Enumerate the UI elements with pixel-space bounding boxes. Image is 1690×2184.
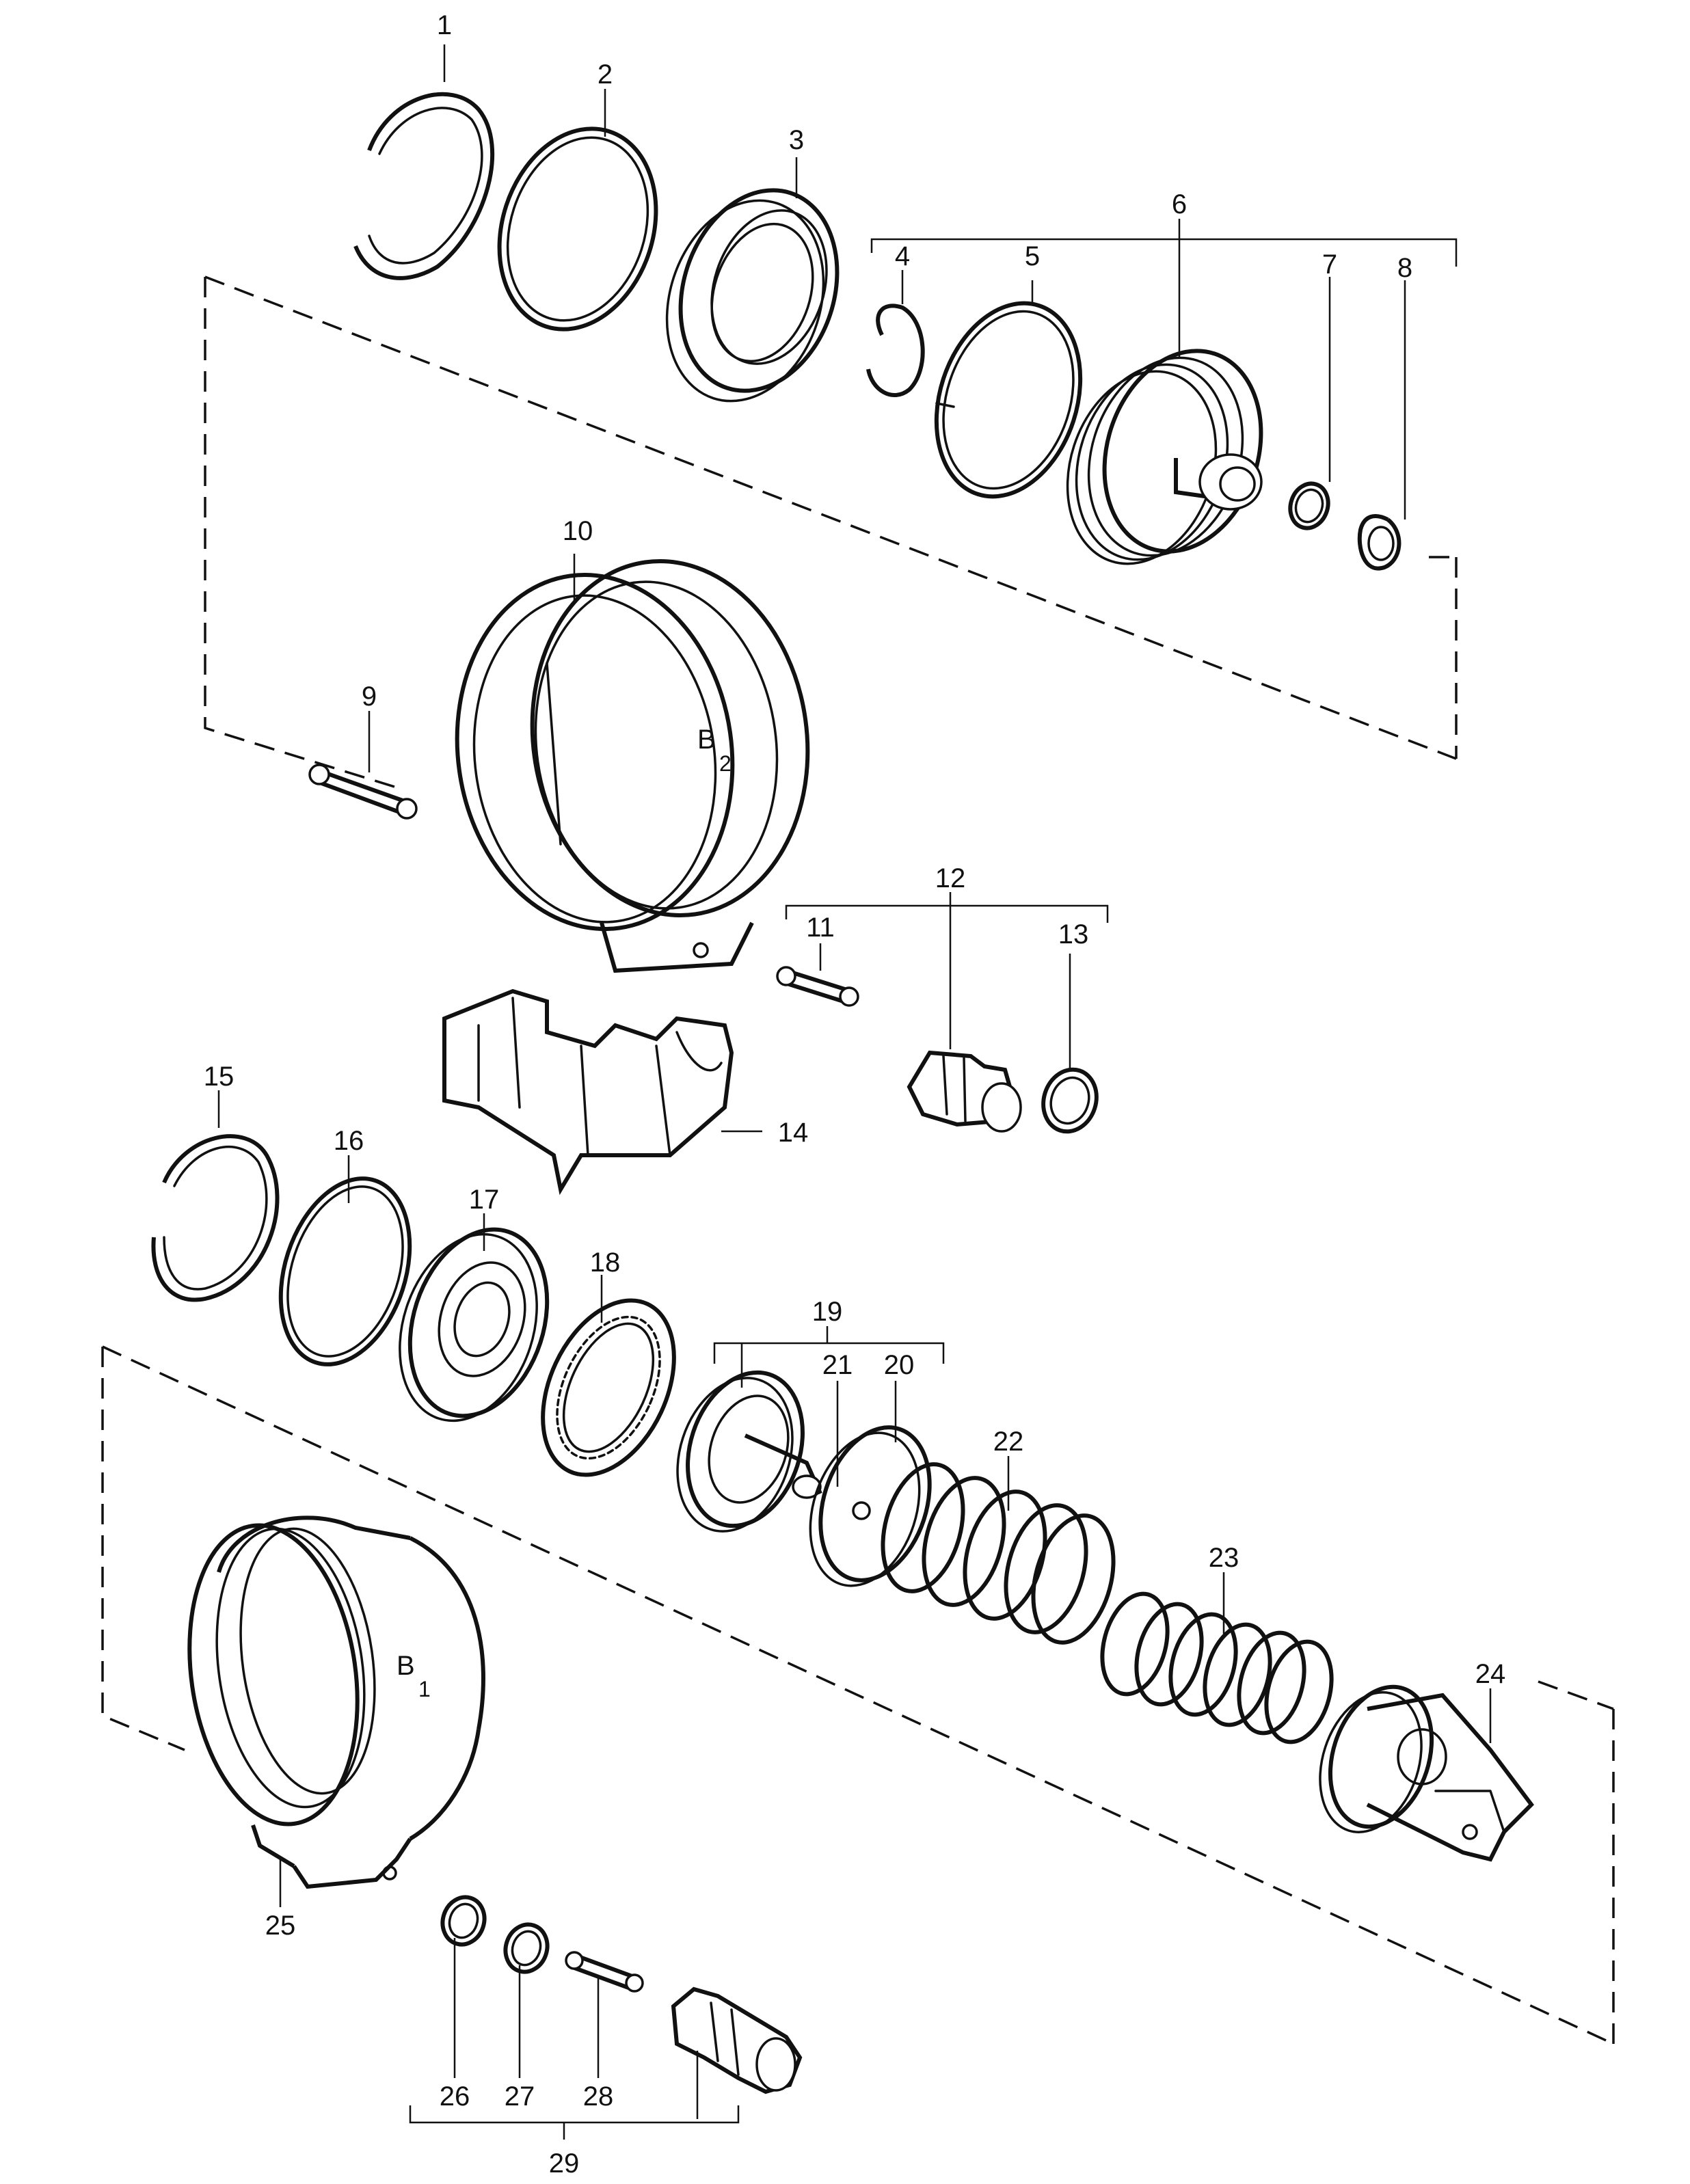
band-b1-subscript: 1 <box>418 1677 431 1701</box>
callout-20: 20 <box>884 1350 915 1380</box>
callout-16: 16 <box>334 1126 364 1156</box>
part-3-piston[interactable] <box>642 170 862 421</box>
band-labels: B 2 B 1 <box>397 725 732 1701</box>
part-25-brake-band-b1[interactable] <box>172 1514 485 1889</box>
part-4-small-snap-ring[interactable] <box>866 304 925 398</box>
part-6-piston-hub[interactable] <box>1044 330 1286 583</box>
callout-25: 25 <box>265 1911 296 1941</box>
callout-29: 29 <box>549 2148 580 2179</box>
callout-4: 4 <box>895 241 910 271</box>
part-18-seal[interactable] <box>517 1280 700 1496</box>
part-26-o-ring[interactable] <box>437 1891 491 1950</box>
callout-19: 19 <box>812 1297 843 1327</box>
callout-27: 27 <box>505 2081 535 2112</box>
part-11-pin[interactable] <box>776 966 859 1007</box>
part-7-o-ring[interactable] <box>1285 478 1334 532</box>
callout-11: 11 <box>806 913 835 943</box>
callout-5: 5 <box>1025 241 1040 271</box>
callout-18: 18 <box>590 1248 621 1278</box>
callout-17: 17 <box>469 1185 500 1215</box>
part-22-large-spring[interactable] <box>870 1455 1126 1652</box>
callout-21: 21 <box>822 1350 853 1380</box>
upper-assembly <box>204 92 1458 1196</box>
leader-lines <box>217 44 1492 2140</box>
part-10-brake-band-b2[interactable] <box>435 543 830 973</box>
lower-dashed-frame <box>102 1345 1614 2045</box>
callout-12: 12 <box>935 863 966 893</box>
part-1-snap-ring[interactable] <box>353 92 495 280</box>
part-17-piston[interactable] <box>377 1211 569 1438</box>
part-28-pin[interactable] <box>565 1951 644 1993</box>
callout-13: 13 <box>1058 919 1089 949</box>
callout-23: 23 <box>1209 1543 1239 1573</box>
part-24-servo-cover[interactable] <box>1303 1674 1534 1862</box>
part-15-snap-ring[interactable] <box>151 1134 280 1302</box>
callout-14: 14 <box>778 1118 809 1148</box>
callout-3: 3 <box>789 125 804 155</box>
part-16-ring[interactable] <box>258 1162 432 1381</box>
callout-8: 8 <box>1397 253 1412 283</box>
callout-numbers: 1 2 3 6 4 5 7 8 10 9 12 11 13 14 15 16 1… <box>204 10 1506 2179</box>
band-b1-letter: B <box>397 1651 415 1681</box>
part-12-valve[interactable] <box>907 1050 1022 1133</box>
part-29-valve[interactable] <box>671 1986 803 2094</box>
callout-24: 24 <box>1475 1659 1506 1689</box>
callout-2: 2 <box>598 59 613 90</box>
callout-6: 6 <box>1172 189 1187 219</box>
part-19-piston-rod[interactable] <box>658 1358 822 1546</box>
part-27-o-ring[interactable] <box>500 1919 554 1977</box>
callout-1: 1 <box>437 10 452 40</box>
part-14-servo-housing[interactable] <box>442 988 734 1196</box>
part-13-o-ring[interactable] <box>1036 1063 1105 1139</box>
callout-28: 28 <box>583 2081 614 2112</box>
part-9-pin[interactable] <box>308 764 418 820</box>
callout-22: 22 <box>993 1427 1024 1457</box>
part-2-ring[interactable] <box>474 108 681 349</box>
callout-10: 10 <box>563 516 593 546</box>
upper-dashed-frame <box>204 275 1457 760</box>
part-5-split-ring[interactable] <box>913 284 1104 515</box>
callout-7: 7 <box>1322 250 1337 280</box>
callout-26: 26 <box>440 2081 470 2112</box>
part-23-small-spring[interactable] <box>1092 1587 1342 1749</box>
callout-15: 15 <box>204 1062 234 1092</box>
band-b2-letter: B <box>697 725 716 755</box>
part-20-spring-seat[interactable] <box>792 1413 948 1600</box>
part-8-circlip[interactable] <box>1357 514 1401 571</box>
callout-9: 9 <box>362 682 377 712</box>
band-b2-subscript: 2 <box>719 751 732 776</box>
lower-assembly <box>101 1134 1615 2094</box>
